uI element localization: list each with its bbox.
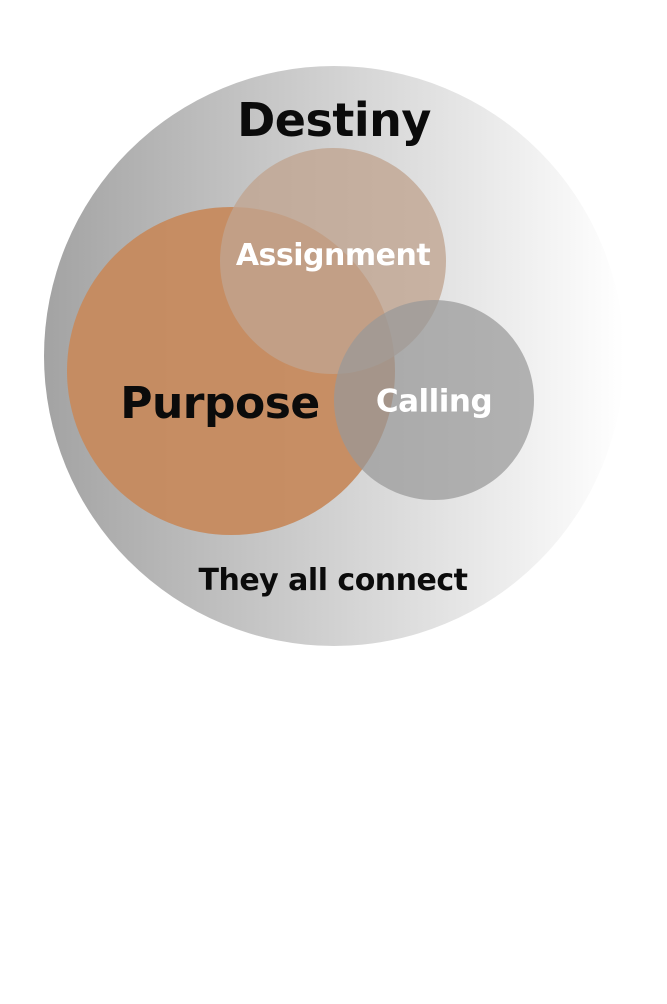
caption-text: They all connect (198, 563, 468, 598)
assignment-label: Assignment (235, 238, 431, 273)
calling-circle (334, 300, 534, 500)
destiny-label: Destiny (237, 93, 431, 147)
purpose-label: Purpose (120, 378, 320, 429)
calling-label: Calling (375, 383, 493, 420)
